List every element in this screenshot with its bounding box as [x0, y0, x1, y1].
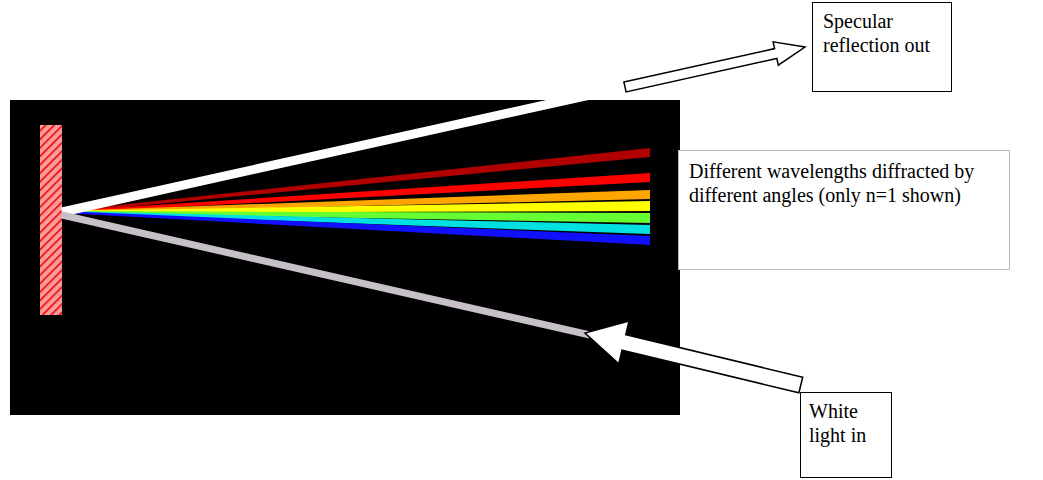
callout-box: Specular reflection out: [812, 2, 952, 92]
incident-beam: [62, 215, 590, 335]
incident-arrow: [585, 321, 803, 393]
callout-box: White light in: [800, 392, 892, 478]
callout-text: White light in: [809, 399, 883, 447]
callout-text: Different wavelengths diffracted by diff…: [689, 159, 999, 207]
specular-arrow: [624, 42, 805, 92]
specular-beam: [62, 87, 626, 212]
diffraction-grating: [40, 125, 62, 315]
callout-box: Different wavelengths diffracted by diff…: [678, 150, 1010, 270]
callout-text: Specular reflection out: [823, 9, 941, 57]
